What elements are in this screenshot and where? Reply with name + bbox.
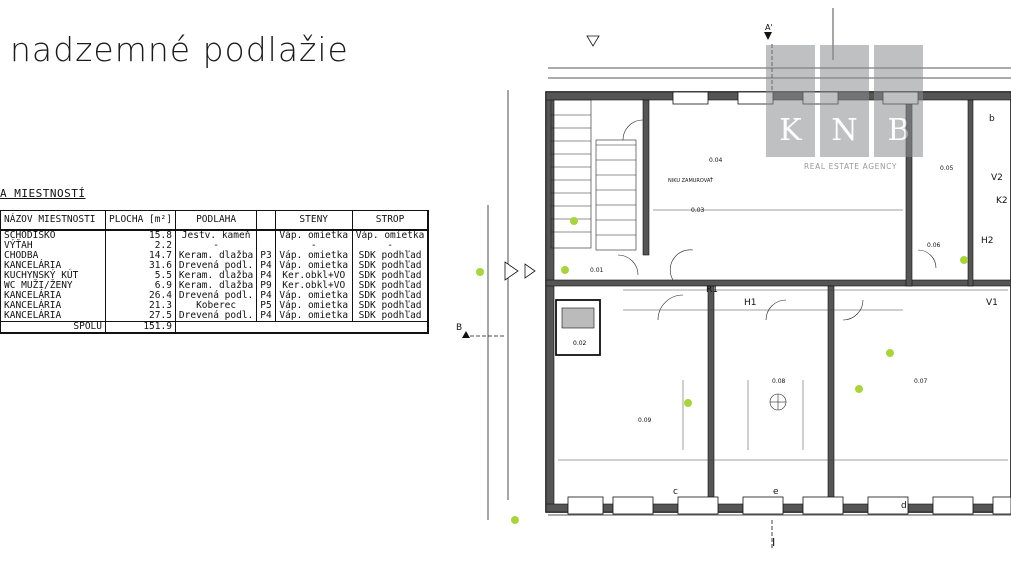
total-empty: [174, 321, 429, 334]
logo-tagline: REAL ESTATE AGENCY: [804, 162, 898, 171]
section-label-a: A': [765, 23, 773, 32]
room-number-0-05: 0.05: [940, 165, 954, 172]
room-floor-code: P4: [256, 311, 276, 322]
room-number-0-06: 0.06: [927, 242, 941, 249]
marker-b: b: [989, 114, 995, 124]
room-legend-title: A MIESTNOSTÍ: [0, 187, 86, 200]
marker-v2: V2: [991, 173, 1003, 183]
room-number-0-09: 0.09: [638, 417, 652, 424]
room-name: KUCHYNSKÝ KÚT: [0, 271, 106, 281]
marker-h1: H1: [744, 298, 757, 308]
column-header-floor: PODLAHA: [174, 210, 258, 231]
room-floor-code: P3: [256, 251, 276, 261]
room-name: SCHODISKO: [0, 230, 106, 241]
room-ceiling: SDK podhľad: [351, 251, 429, 261]
table-header-row: NÁZOV MIESTNOSTI PLOCHA [m²] PODLAHA STE…: [0, 210, 429, 231]
room-ceiling: SDK podhľad: [351, 261, 429, 271]
room-name: KANCELÁRIA: [0, 301, 106, 311]
room-area: 27.5: [105, 311, 176, 322]
section-arrow-top: [586, 35, 600, 47]
room-number-0-03: 0.03: [691, 207, 705, 214]
column-header-name: NÁZOV MIESTNOSTI: [0, 210, 106, 231]
column-header-walls: STENY: [274, 210, 353, 231]
room-number-0-07: 0.07: [914, 378, 928, 385]
logo-letter-k: K: [766, 45, 815, 157]
marker-k2: K2: [996, 196, 1008, 206]
room-floor-code: P4: [256, 261, 276, 271]
room-floor-code: P4: [256, 291, 276, 301]
column-header-ceiling: STROP: [351, 210, 429, 231]
room-ceiling: SDK podhľad: [351, 301, 429, 311]
column-header-area: PLOCHA [m²]: [105, 210, 176, 231]
room-floor: Drevená podl.: [174, 311, 258, 322]
room-name: KANCELÁRIA: [0, 291, 106, 301]
logo-letter-b: B: [874, 45, 923, 157]
marker-h2: H2: [981, 236, 994, 246]
marker-c: c: [673, 487, 678, 497]
room-floor-code: [256, 230, 276, 241]
section-label-b: B: [456, 323, 462, 333]
page-title: nadzemné podlažie: [10, 30, 349, 69]
room-floor-code: P5: [256, 301, 276, 311]
room-number-0-08: 0.08: [772, 378, 786, 385]
room-ceiling: SDK podhľad: [351, 311, 429, 322]
room-ceiling: SDK podhľad: [351, 291, 429, 301]
plan-note: NIKU ZAMUROVAŤ: [668, 176, 714, 184]
marker-r1: R1: [706, 285, 718, 295]
room-ceiling: SDK podhľad: [351, 281, 429, 291]
room-walls: Váp. omietka: [274, 311, 353, 322]
room-number-0-01: 0.01: [590, 267, 604, 274]
floor-plan-drawing: 0.02 0.01 0.03 0.04 0.05 0.06 0: [456, 8, 1011, 549]
room-ceiling: SDK podhľad: [351, 271, 429, 281]
room-name: KANCELÁRIA: [0, 261, 106, 271]
room-floor-code: P4: [256, 271, 276, 281]
total-label: SPOLU: [0, 321, 106, 334]
room-floor-code: [256, 241, 276, 251]
marker-d: d: [901, 501, 907, 511]
room-ceiling: Váp. omietka: [351, 230, 429, 241]
room-floor-code: P9: [256, 281, 276, 291]
knb-logo: K N B REAL ESTATE AGENCY: [766, 45, 926, 171]
marker-v1: V1: [986, 298, 998, 308]
marker-e: e: [773, 487, 779, 497]
room-legend-table: NÁZOV MIESTNOSTI PLOCHA [m²] PODLAHA STE…: [0, 210, 430, 334]
column-header-code: [256, 210, 276, 231]
room-name: VÝŤAH: [0, 241, 106, 251]
room-number-0-04: 0.04: [709, 157, 723, 164]
total-area: 151.9: [105, 321, 176, 334]
room-name: WC MUŽI/ŽENY: [0, 281, 106, 291]
room-name: CHODBA: [0, 251, 106, 261]
entrance-arrow: [504, 261, 519, 281]
logo-letter-n: N: [820, 45, 869, 157]
room-ceiling: -: [351, 241, 429, 251]
room-number-elevator: 0.02: [573, 340, 587, 347]
section-label-i: I: [772, 536, 775, 549]
room-name: KANCELÁRIA: [0, 311, 106, 322]
